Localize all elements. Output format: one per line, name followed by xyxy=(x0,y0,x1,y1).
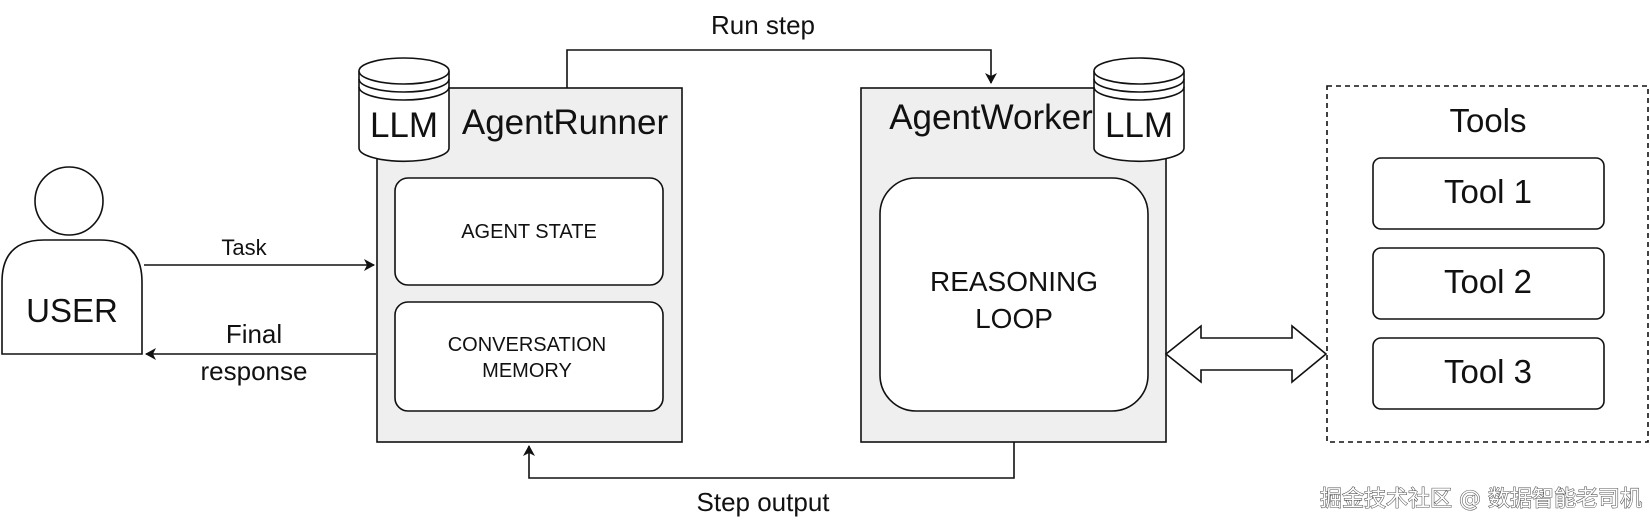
bidirectional-arrow-icon xyxy=(1164,324,1328,384)
tool-item-label: Tool 2 xyxy=(1444,263,1532,300)
final-response-label-line1: Final xyxy=(226,319,282,349)
agent-worker-title: AgentWorker xyxy=(889,98,1093,137)
user-label: USER xyxy=(26,292,118,329)
reasoning-loop-box: REASONING LOOP xyxy=(879,177,1149,412)
agent-worker: AgentWorker LLM REASONING LOOP xyxy=(860,57,1185,443)
user-actor: USER xyxy=(1,166,143,355)
step-output-label: Step output xyxy=(697,487,831,517)
final-response-label-line2: response xyxy=(201,356,308,386)
tool-item-1: Tool 1 xyxy=(1372,157,1605,230)
agent-worker-llm-database-icon: LLM xyxy=(1093,57,1185,163)
tool-item-label: Tool 3 xyxy=(1444,353,1532,390)
agent-runner-llm-database-icon: LLM xyxy=(358,57,450,163)
reasoning-loop-label-line1: REASONING xyxy=(930,266,1098,297)
agent-state-box: AGENT STATE xyxy=(394,177,664,286)
final-response-arrow: Final response xyxy=(145,319,376,386)
agent-state-label: AGENT STATE xyxy=(461,221,597,243)
task-arrow: Task xyxy=(144,235,375,271)
user-head-icon xyxy=(34,166,104,236)
tools-title: Tools xyxy=(1449,102,1526,139)
agent-runner-llm-label: LLM xyxy=(370,106,438,145)
run-step-arrow: Run step xyxy=(566,10,997,88)
step-output-arrow: Step output xyxy=(523,442,1015,517)
task-label: Task xyxy=(221,235,267,260)
agent-runner: AgentRunner LLM AGENT STATE CONVERSATION… xyxy=(358,57,683,443)
agent-runner-title: AgentRunner xyxy=(462,103,669,142)
user-body-icon xyxy=(1,239,143,355)
agent-worker-llm-label: LLM xyxy=(1105,106,1173,145)
conversation-memory-box: CONVERSATION MEMORY xyxy=(394,301,664,412)
watermark-text: 掘金技术社区 @ 数据智能老司机 xyxy=(1320,487,1642,512)
conversation-memory-label-line1: CONVERSATION xyxy=(448,334,607,356)
tool-item-3: Tool 3 xyxy=(1372,337,1605,410)
run-step-label: Run step xyxy=(711,10,815,40)
tools-dashed-border xyxy=(1326,85,1649,443)
tool-item-2: Tool 2 xyxy=(1372,247,1605,320)
reasoning-loop-label-line2: LOOP xyxy=(975,303,1053,334)
tools-group: Tools Tool 1 Tool 2 Tool 3 xyxy=(1326,85,1649,443)
conversation-memory-label-line2: MEMORY xyxy=(482,360,572,382)
tool-item-label: Tool 1 xyxy=(1444,173,1532,210)
